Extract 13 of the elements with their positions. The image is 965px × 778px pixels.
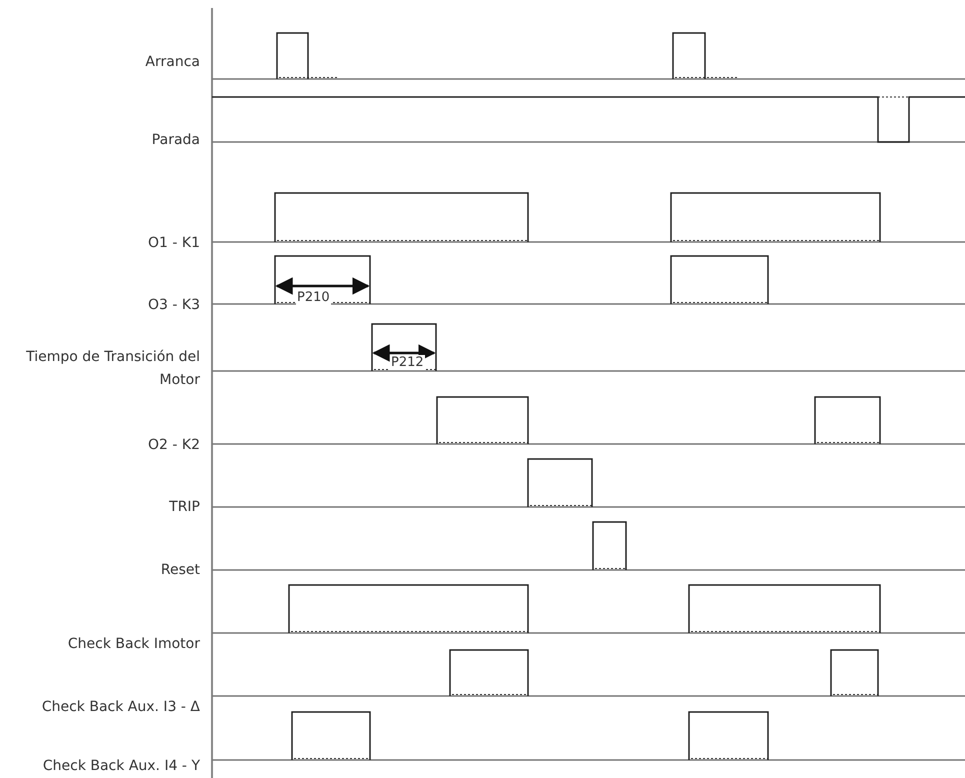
signal-label: TRIP xyxy=(169,498,200,517)
signal-label: Check Back Aux. I3 - Δ xyxy=(42,698,200,717)
signal-label: O2 - K2 xyxy=(148,436,200,455)
signal-label: Arranca xyxy=(145,53,200,72)
dimension-label: P210 xyxy=(296,290,331,305)
signal-label: Tiempo de Transición del Motor xyxy=(25,348,200,390)
signal-label: Parada xyxy=(152,131,200,150)
signal-label: O3 - K3 xyxy=(148,296,200,315)
signal-label: O1 - K1 xyxy=(148,234,200,253)
dimension-label: P212 xyxy=(390,355,425,370)
signal-label: Reset xyxy=(160,561,200,580)
signal-label: Check Back Aux. I4 - Y xyxy=(42,757,200,776)
signal-label: Check Back Imotor xyxy=(68,635,200,654)
